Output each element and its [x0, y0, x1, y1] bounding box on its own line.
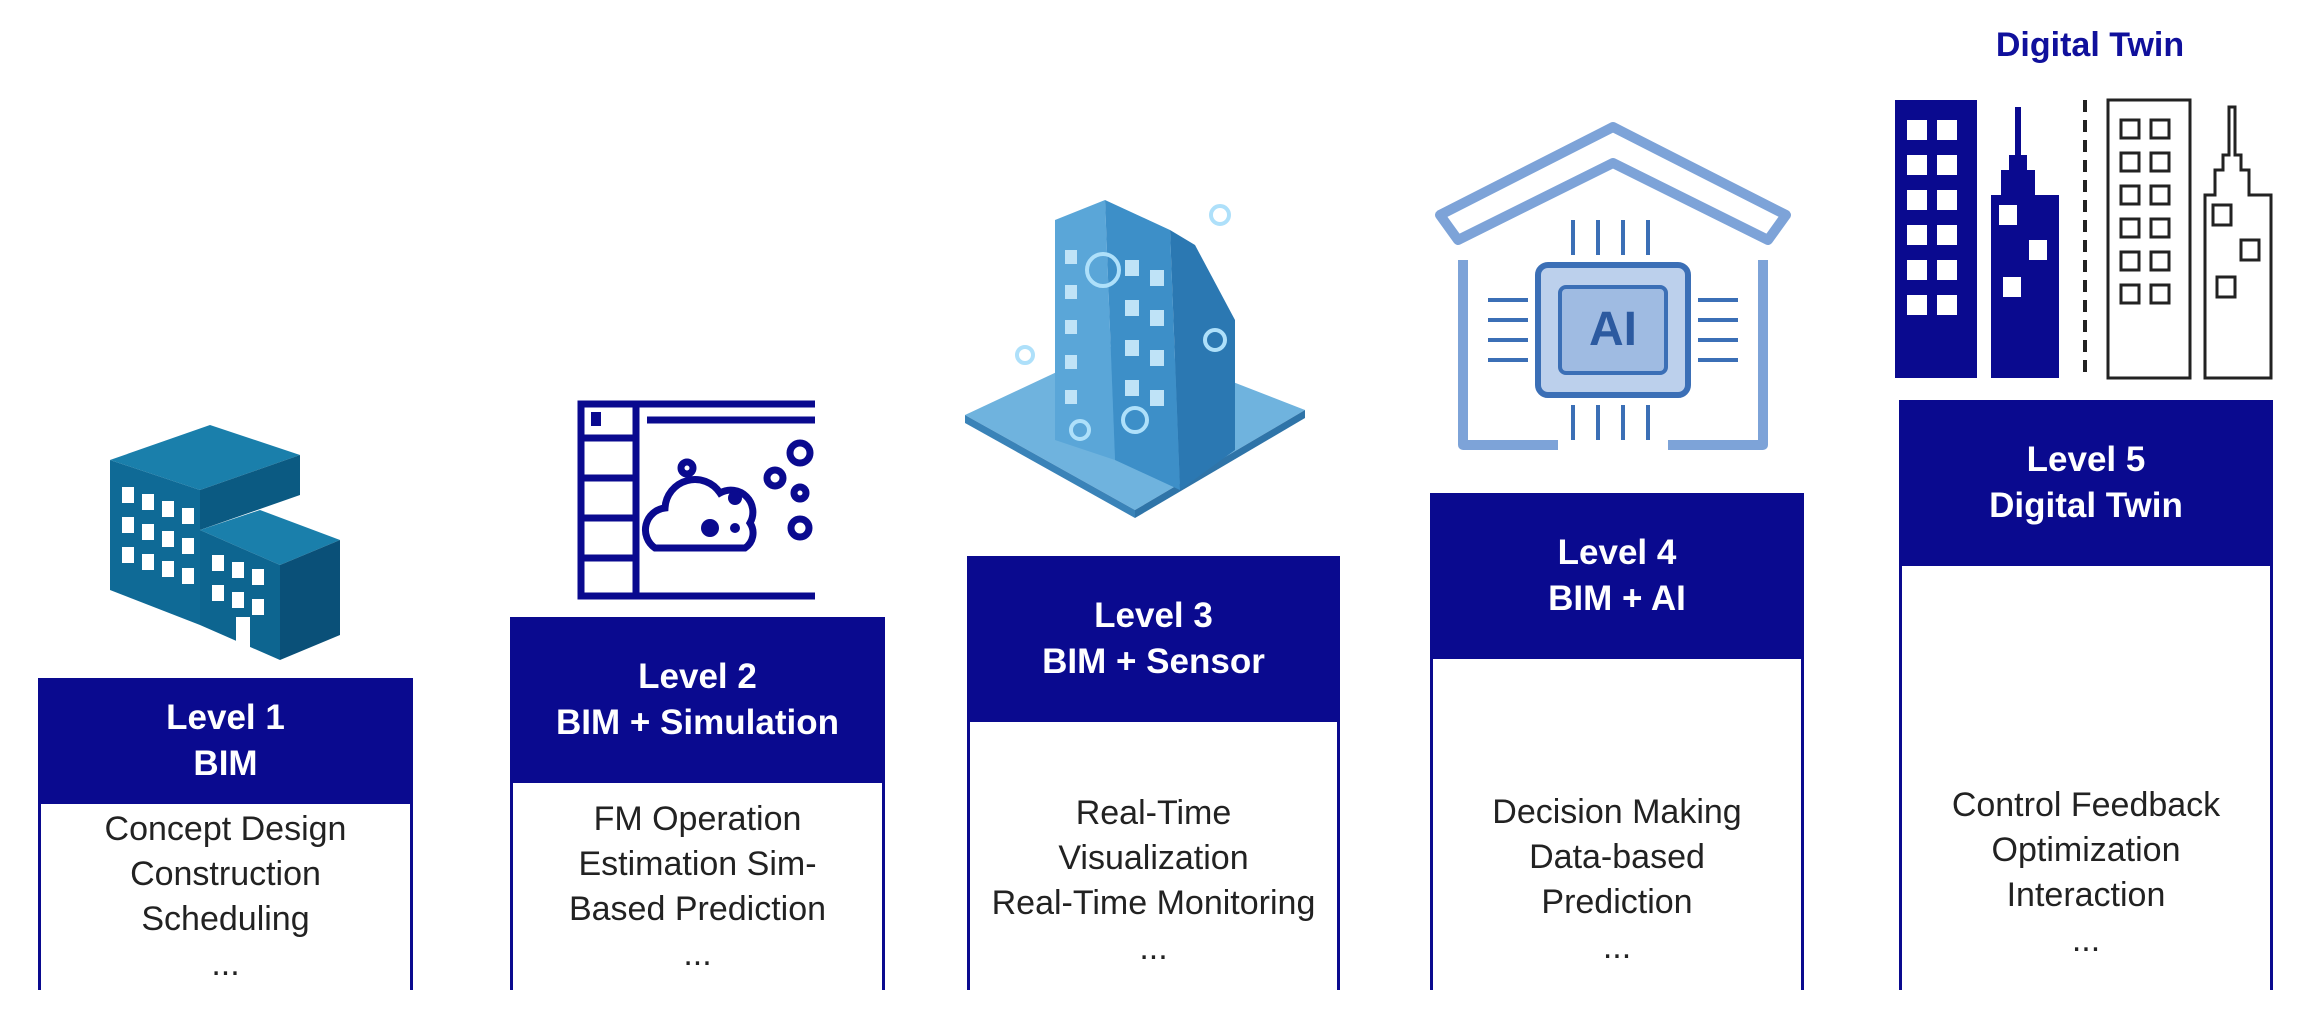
level-5-line: Control Feedback [1951, 786, 2221, 824]
level-1-title: Level 1 [166, 698, 285, 737]
level-5-body: Control Feedback Optimization Interactio… [1899, 566, 2273, 990]
digital-twin-buildings-icon [1895, 98, 2273, 380]
level-2-header: Level 2 BIM + Simulation [510, 617, 885, 783]
level-4-line: Decision Making [1492, 792, 1742, 831]
level-2-body: FM Operation Estimation Sim- Based Predi… [510, 783, 885, 990]
smart-building-icon [965, 200, 1305, 518]
building-icon [110, 425, 340, 660]
level-1-subtitle: BIM [193, 744, 258, 783]
level-2-line: ... [683, 934, 712, 973]
level-1-header: Level 1 BIM [38, 678, 413, 804]
level-2-line: Estimation Sim- [578, 844, 817, 883]
level-5-line: Interaction [2006, 876, 2166, 914]
level-5-title: Level 5 [2026, 440, 2146, 479]
level-4-line: ... [1602, 927, 1632, 966]
level-3-line: ... [1139, 929, 1168, 967]
level-2-subtitle: BIM + Simulation [556, 703, 839, 742]
level-3-body: Real-Time Visualization Real-Time Monito… [967, 722, 1340, 990]
ai-chip-label: AI [1589, 303, 1637, 356]
level-4-subtitle: BIM + AI [1548, 579, 1686, 618]
level-5-line: ... [2071, 921, 2101, 959]
ai-chip-house-icon: AI [1435, 122, 1791, 450]
level-3-title: Level 3 [1094, 596, 1213, 635]
level-1-line: Concept Design [104, 810, 347, 848]
level-3-line: Real-Time Monitoring [991, 884, 1316, 922]
level-5-line: Optimization [1991, 831, 2181, 869]
level-2-column: Level 2 BIM + Simulation FM Operation Es… [510, 617, 885, 990]
level-5-header: Level 5 Digital Twin [1899, 400, 2273, 566]
level-5-subtitle: Digital Twin [1989, 486, 2183, 525]
level-1-body: Concept Design Construction Scheduling .… [38, 804, 413, 990]
level-2-line: FM Operation [593, 799, 802, 838]
level-4-column: Level 4 BIM + AI Decision Making Data-ba… [1430, 493, 1804, 990]
level-1-line: Scheduling [141, 900, 310, 938]
level-1-line: ... [211, 945, 240, 983]
digital-twin-label: Digital Twin [1995, 26, 2185, 64]
level-1-line: Construction [130, 855, 321, 893]
level-2-title: Level 2 [638, 657, 757, 696]
level-4-header: Level 4 BIM + AI [1430, 493, 1804, 659]
level-5-column: Level 5 Digital Twin Control Feedback Op… [1899, 400, 2273, 990]
level-3-column: Level 3 BIM + Sensor Real-Time Visualiza… [967, 556, 1340, 990]
level-4-line: Data-based [1529, 837, 1705, 876]
level-4-body: Decision Making Data-based Prediction ..… [1430, 659, 1804, 990]
level-3-line: Real-Time [1075, 794, 1232, 832]
cloud-window-icon [577, 400, 815, 600]
level-3-line: Visualization [1058, 839, 1249, 877]
level-1-column: Level 1 BIM Concept Design Construction … [38, 678, 413, 990]
level-3-subtitle: BIM + Sensor [1042, 642, 1265, 681]
level-4-line: Prediction [1541, 882, 1693, 921]
level-3-header: Level 3 BIM + Sensor [967, 556, 1340, 722]
level-2-line: Based Prediction [568, 889, 827, 928]
level-4-title: Level 4 [1557, 533, 1677, 572]
